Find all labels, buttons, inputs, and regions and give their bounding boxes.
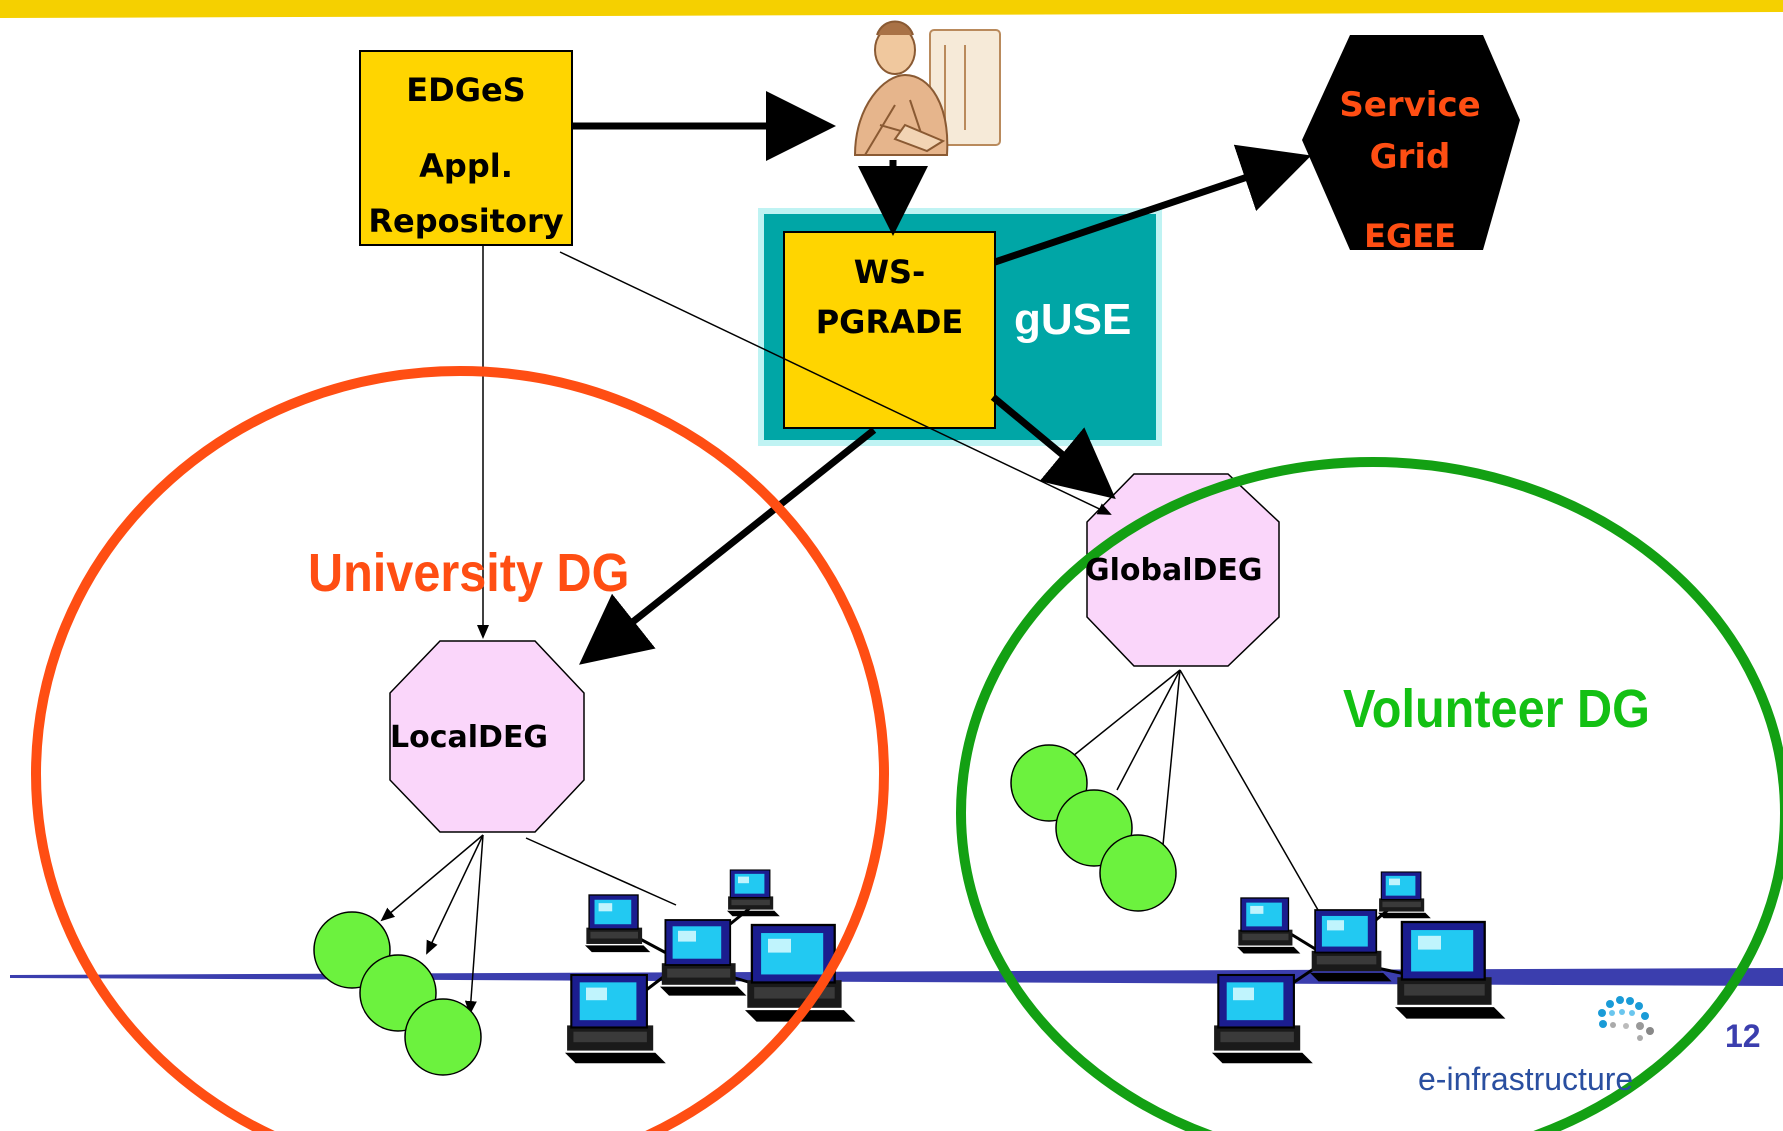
repo-to-globaldeg-line [559,251,1112,515]
localdeg-link-pcs [525,837,677,906]
wspgrade-to-servicegrid-arrow [993,144,1312,266]
repository-line3: Repository [368,202,564,240]
service-grid-hexagon [1302,35,1520,250]
globaldeg-link-3 [1162,669,1181,846]
volunteer-pc-cluster [1210,871,1507,1065]
repository-box [359,50,573,246]
volunteer-dg-label: Volunteer DG [1343,679,1650,739]
globaldeg-link-pcs [1179,669,1319,911]
wspgrade-box [783,231,996,429]
local-deg-label: LocalDEG [390,720,549,755]
desktop-computer-icon [584,894,651,953]
wspgrade-to-globaldeg-arrow [990,394,1116,499]
e-infrastructure-logo-icon [1598,996,1654,1041]
service-grid-line1: Service [1339,85,1481,125]
page-number: 12 [1725,1018,1761,1054]
local-deg-octagon [389,640,585,833]
service-grid-line3: EGEE [1364,217,1456,255]
wspgrade-line1: WS- [853,253,926,291]
globaldeg-link-2 [1116,669,1181,791]
desktop-computer-icon [726,869,781,917]
bottom-band [10,968,1783,986]
local-node-3 [404,998,482,1076]
volunteer-node-3 [1099,834,1177,912]
localdeg-link-3 [464,834,484,1015]
service-grid-line2: Grid [1369,137,1451,177]
localdeg-link-1 [380,834,484,922]
guse-label: gUSE [1014,295,1132,344]
wspgrade-line2: PGRADE [815,303,964,341]
university-dg-label: University DG [308,543,630,603]
desktop-computer-icon [1377,871,1432,919]
local-pc-cluster [563,869,857,1065]
desktop-computer-icon [1210,973,1314,1065]
top-band [0,0,1783,18]
global-deg-label: GlobalDEG [1085,553,1263,588]
repository-line2: Appl. [419,147,513,185]
desktop-computer-icon [1236,897,1302,955]
user-at-computer-icon [853,20,1001,156]
university-dg-ring [31,366,889,1131]
desktop-computer-icon [659,919,748,997]
globaldeg-link-1 [1067,669,1181,761]
localdeg-link-2 [426,834,484,955]
volunteer-dg-ring [956,457,1783,1131]
repository-line1: EDGeS [406,71,526,109]
e-infrastructure-logo-text: e-infrastructure [1418,1061,1634,1097]
desktop-computer-icon [1309,909,1393,983]
wspgrade-to-localdeg-arrow [579,427,877,665]
